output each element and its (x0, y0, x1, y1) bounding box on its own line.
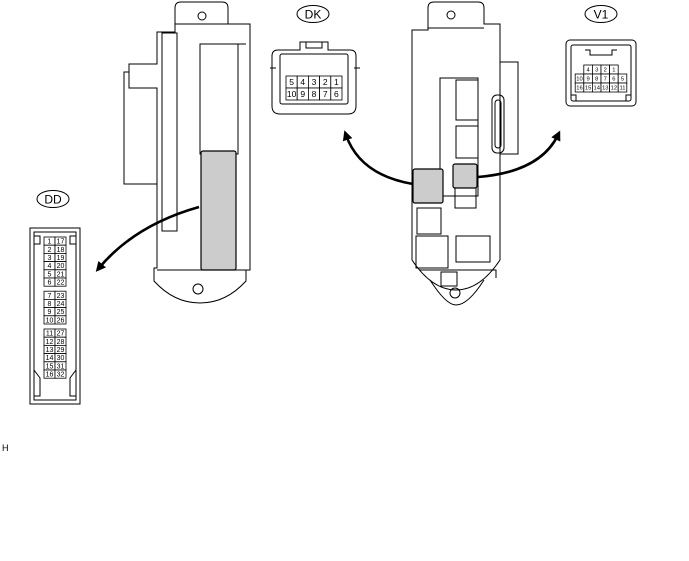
dd-pin: 10 (46, 317, 54, 324)
right-ecu-highlight-a (412, 168, 444, 204)
dd-label: DD (44, 193, 62, 207)
dk-pin: 6 (334, 89, 339, 99)
dd-pin: 3 (48, 255, 52, 262)
right-ecu-highlight-b (452, 163, 478, 189)
arrows (95, 130, 561, 272)
dd-pin: 28 (57, 339, 65, 346)
dd-pin: 18 (57, 247, 65, 254)
v1-pin: 11 (619, 86, 625, 92)
dd-pin: 7 (48, 293, 52, 300)
dd-pin: 32 (57, 372, 65, 379)
left-ecu-highlight (200, 150, 237, 271)
dd-pin: 8 (48, 301, 52, 308)
dk-pin: 3 (312, 77, 317, 87)
dd-pin: 2 (48, 247, 52, 254)
arrow-to-v1 (477, 130, 561, 179)
v1-pin: 8 (595, 77, 598, 83)
v1-pin: 14 (593, 86, 600, 92)
dd-pin: 24 (57, 301, 65, 308)
dd-pin: 20 (57, 263, 65, 270)
dd-pin: 25 (57, 309, 65, 316)
v1-pin: 5 (621, 77, 624, 83)
dd-pin: 16 (46, 372, 54, 379)
dk-pin: 10 (287, 89, 297, 99)
v1-pin: 2 (604, 68, 607, 74)
dd-pin: 9 (48, 309, 52, 316)
v1-label-oval (584, 5, 618, 23)
dk-pin: 2 (323, 77, 328, 87)
pin-cell (54, 277, 67, 287)
dd-pin: 19 (57, 255, 65, 262)
dd-pin: 13 (46, 347, 54, 354)
dd-pin: 5 (48, 271, 52, 278)
dd-pin: 6 (48, 280, 52, 287)
dd-label-oval (36, 190, 70, 208)
dk-pin: 4 (300, 77, 305, 87)
dd-pin: 1 (48, 239, 52, 246)
dd-pin: 31 (57, 363, 65, 370)
dd-pin: 23 (57, 293, 65, 300)
dd-pin: 17 (57, 239, 65, 246)
v1-pin: 6 (612, 77, 615, 83)
dk-pin: 9 (300, 89, 305, 99)
v1-pin: 15 (585, 86, 591, 92)
arrow-to-dd (95, 205, 200, 272)
v1-pin: 7 (604, 77, 607, 83)
dk-pin: 5 (289, 77, 294, 87)
dk-pin: 7 (323, 89, 328, 99)
dd-pin: 4 (48, 263, 52, 270)
v1-pin: 13 (602, 86, 608, 92)
dk-label-oval (296, 5, 330, 23)
dd-pin: 21 (57, 271, 65, 278)
right-ecu-housing (411, 1, 519, 306)
pin-cell (54, 369, 67, 379)
v1-pin: 16 (576, 86, 582, 92)
dd-pin: 15 (46, 363, 54, 370)
pin-cell (54, 315, 67, 325)
v1-pin: 10 (576, 77, 582, 83)
dd-pin: 12 (46, 339, 54, 346)
pin-cell (617, 82, 628, 93)
v1-pin: 12 (611, 86, 617, 92)
dd-pin: 22 (57, 280, 65, 287)
dd-pin: 29 (57, 347, 65, 354)
v1-pin: 3 (595, 68, 598, 74)
dk-label: DK (305, 8, 322, 22)
dd-pin: 30 (57, 355, 65, 362)
dk-pin: 8 (312, 89, 317, 99)
v1-pin: 1 (612, 68, 615, 74)
pin-cell (330, 87, 343, 101)
dd-pin: 27 (57, 331, 65, 338)
dk-pin: 1 (334, 77, 339, 87)
footnote: H (2, 443, 9, 453)
arrow-to-dk (342, 130, 414, 186)
dd-pin: 14 (46, 355, 54, 362)
dd-pin: 26 (57, 317, 65, 324)
v1-pin: 9 (586, 77, 589, 83)
v1-label: V1 (594, 8, 609, 22)
dd-pin: 11 (46, 331, 53, 338)
v1-pin: 4 (586, 68, 590, 74)
